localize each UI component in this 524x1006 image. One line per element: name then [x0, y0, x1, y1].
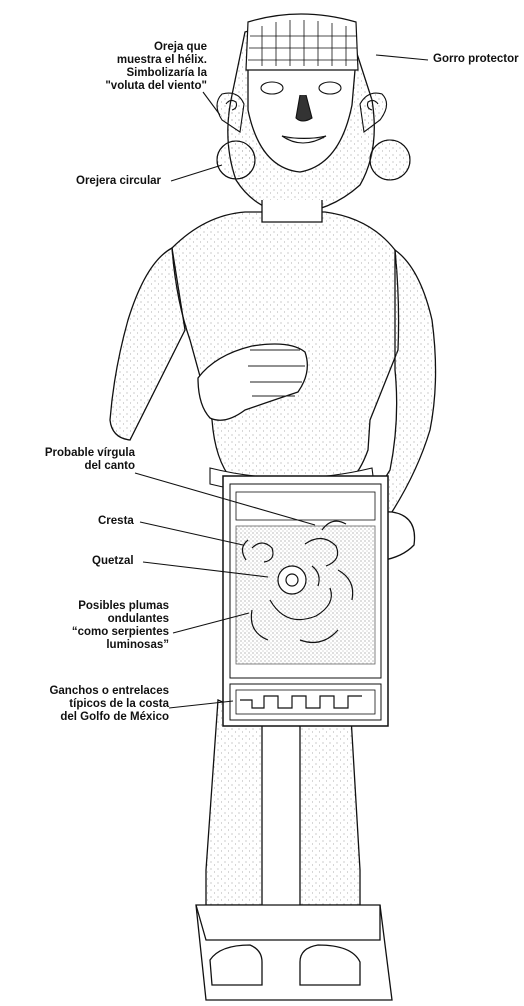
gorro-headgear — [246, 14, 358, 70]
label-gorro-protector: Gorro protector — [433, 53, 519, 66]
label-oreja-helix: Oreja que muestra el hélix. Simbolizaría… — [66, 41, 207, 93]
label-quetzal: Quetzal — [92, 555, 134, 568]
label-plumas-ondulantes: Posibles plumas ondulantes “como serpien… — [20, 600, 169, 652]
label-ganchos-golfo: Ganchos o entrelaces típicos de la costa… — [10, 685, 169, 724]
label-virgula-canto: Probable vírgula del canto — [20, 447, 135, 473]
label-orejera-circular: Orejera circular — [76, 175, 161, 188]
apron-panel — [223, 476, 388, 726]
label-cresta: Cresta — [98, 515, 134, 528]
